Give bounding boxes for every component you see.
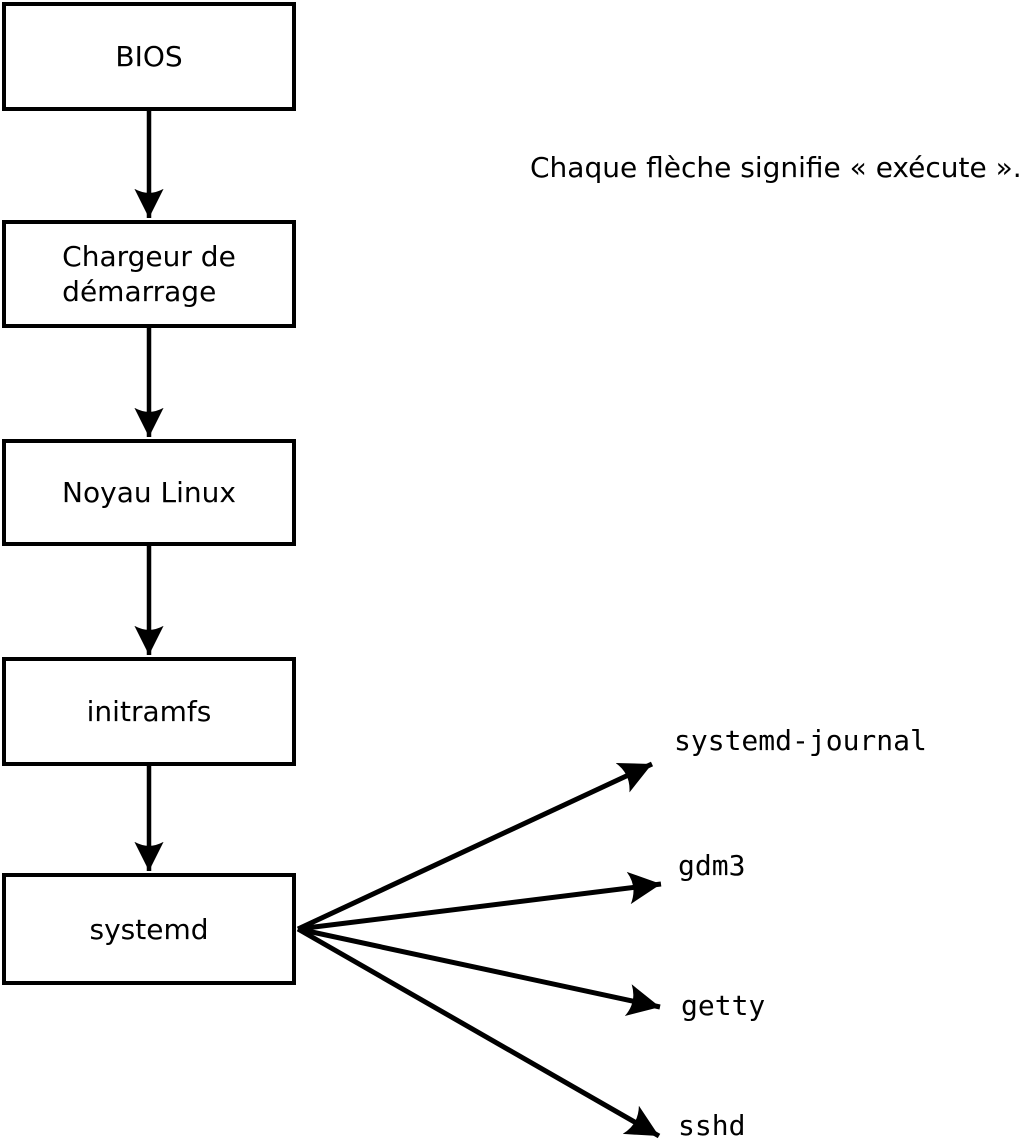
box-systemd: systemd xyxy=(2,873,296,985)
arrow-systemd-to-sshd xyxy=(296,926,661,1139)
box-bios: BIOS xyxy=(2,2,296,111)
process-label-getty: getty xyxy=(681,989,766,1022)
process-label-sshd: sshd xyxy=(678,1109,746,1142)
box-kernel-label: Noyau Linux xyxy=(62,476,236,509)
box-initramfs: initramfs xyxy=(2,657,296,766)
arrow-systemd-to-getty xyxy=(297,926,661,1017)
box-systemd-label: systemd xyxy=(89,912,209,946)
process-label-gdm3: gdm3 xyxy=(678,849,746,882)
box-bootloader: Chargeur de démarrage xyxy=(2,220,296,328)
arrow-systemd-to-gdm3 xyxy=(297,871,662,932)
box-initramfs-label: initramfs xyxy=(86,695,212,728)
arrow-systemd-to-systemd-journal xyxy=(296,761,654,932)
box-bios-label: BIOS xyxy=(115,40,183,73)
process-label-systemd-journal: systemd-journal xyxy=(674,724,927,757)
legend-note: Chaque flèche signifie « exécute ». xyxy=(530,151,1022,184)
box-bootloader-label: Chargeur de démarrage xyxy=(62,240,236,308)
box-kernel: Noyau Linux xyxy=(2,439,296,546)
